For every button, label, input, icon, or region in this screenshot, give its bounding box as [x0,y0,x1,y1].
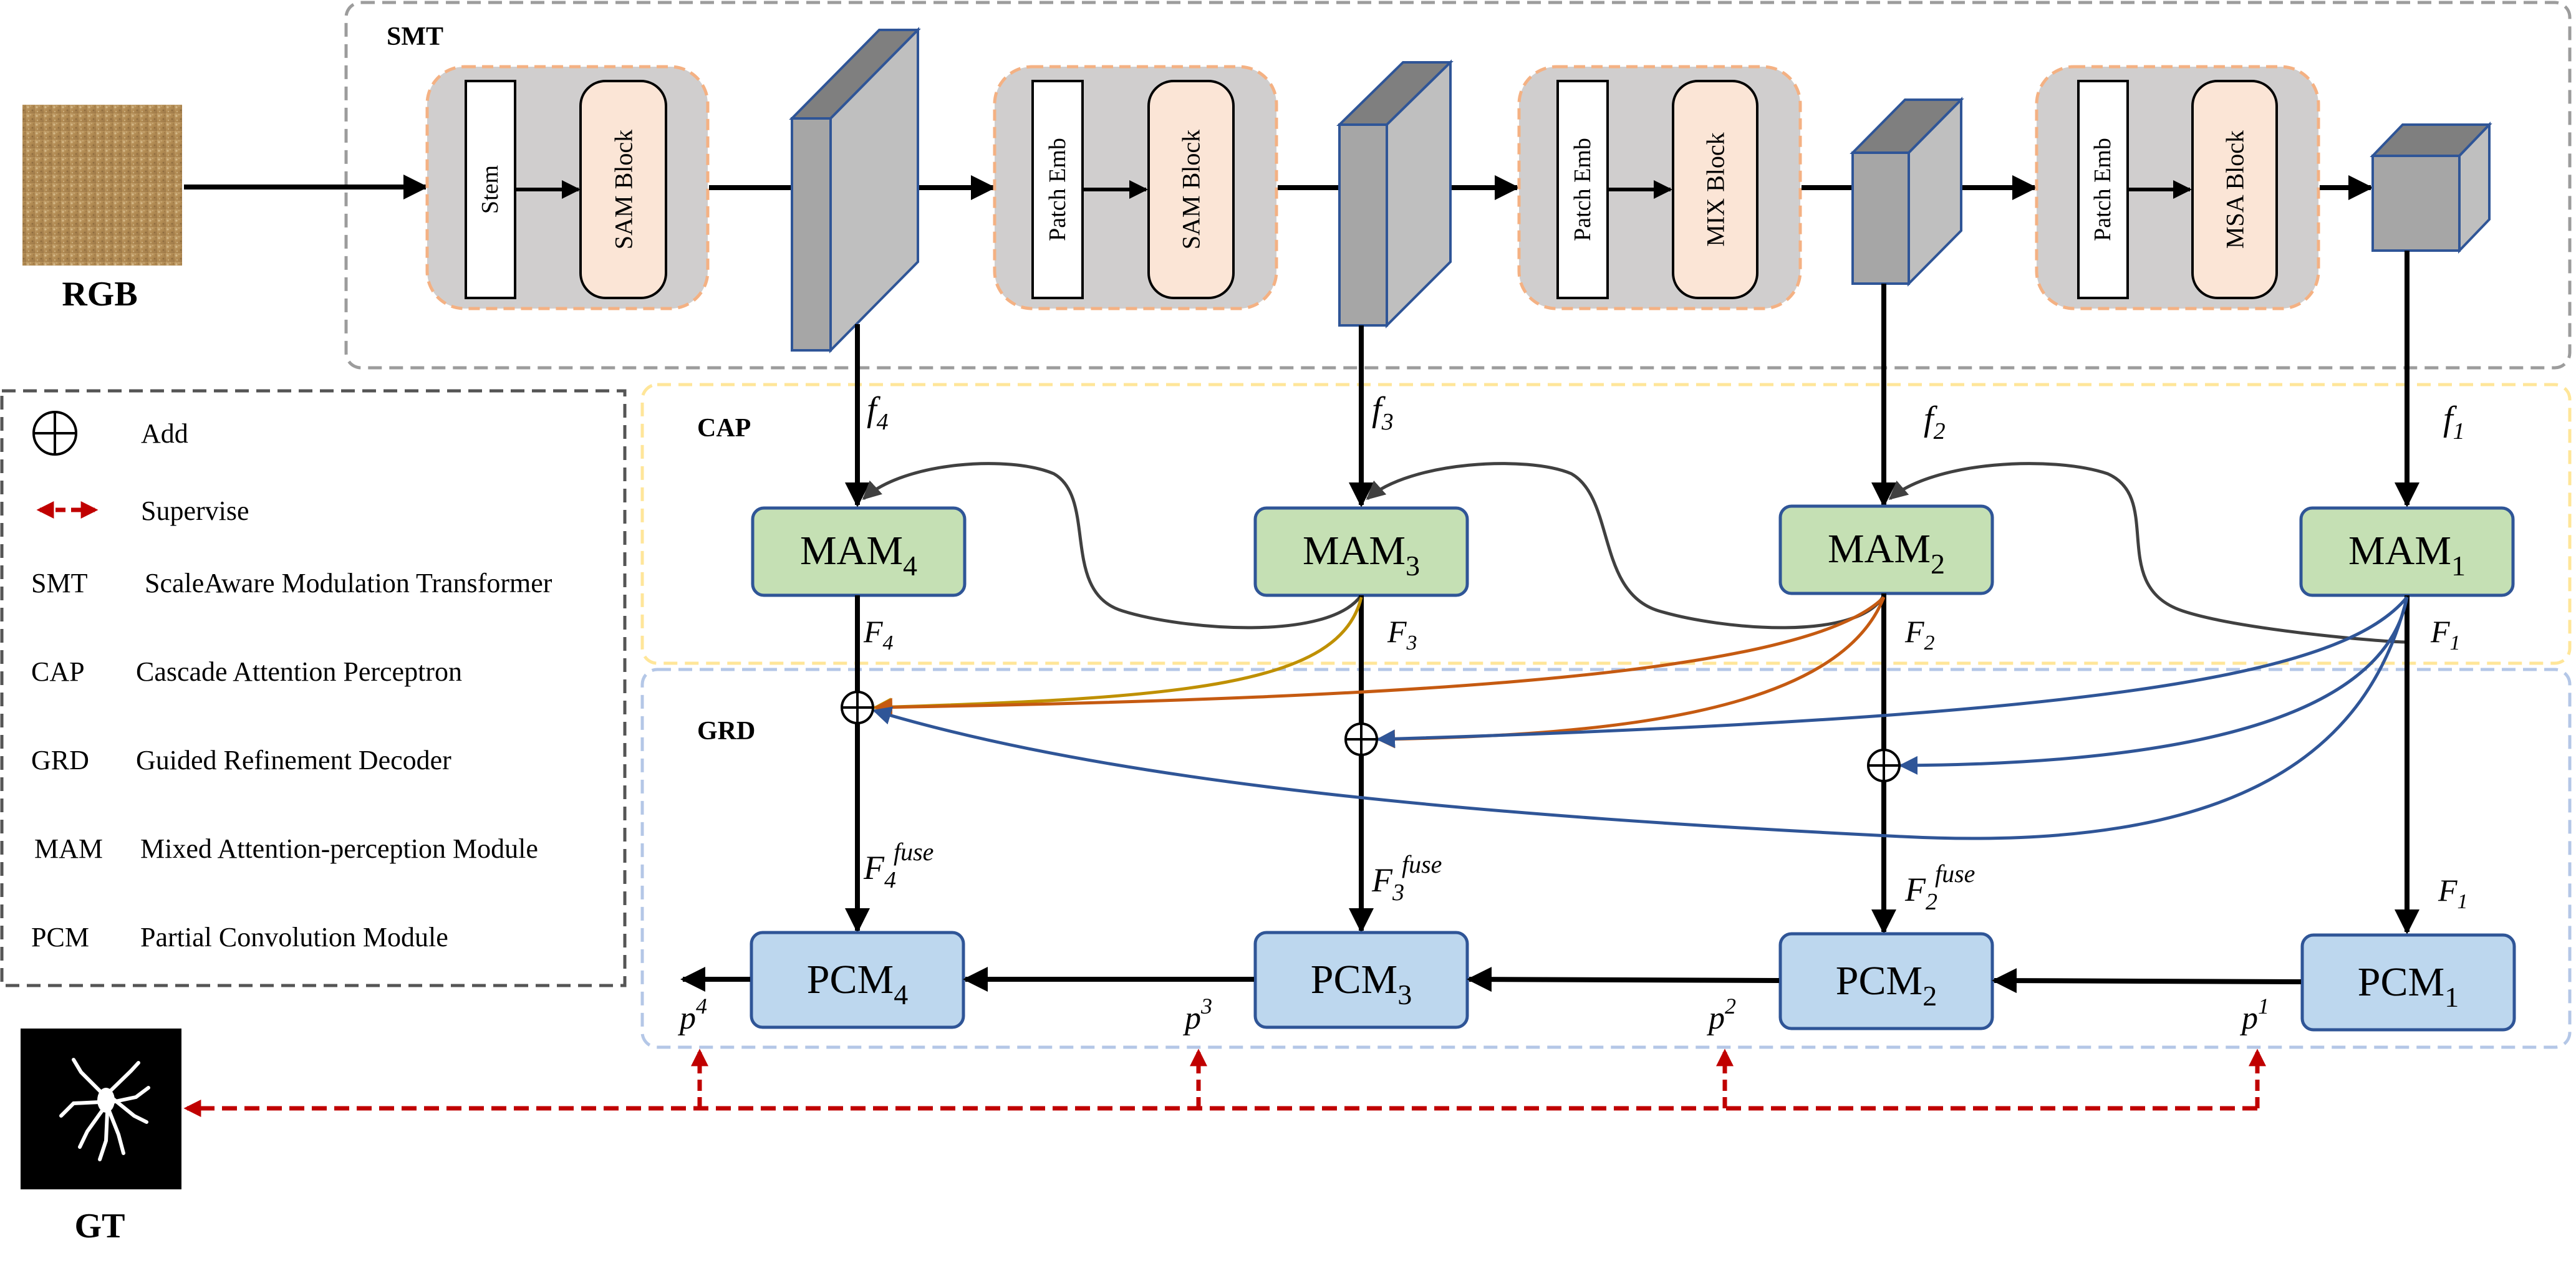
legend-mam-text: Mixed Attention-perception Module [140,833,538,864]
stage1-stem-label: Stem [477,165,503,214]
legend-container [0,389,627,987]
legend-add-icon [32,411,77,456]
pcm2-to-pcm3-arrow [1467,967,1780,992]
stage4-block-label: MSA Block [2221,130,2249,249]
f3-label: f3 [1372,390,1394,435]
stage1-block [579,80,667,299]
stage4-patch-emb-label: Patch Emb [2090,138,2116,241]
svg-text:PCM2: PCM2 [1836,958,1937,1012]
svg-text:PCM3: PCM3 [1311,957,1412,1010]
stage2-block [1147,80,1235,299]
p1-label: p1 [2239,994,2269,1036]
guide-arrow-mam1-to-add2 [1899,597,2409,775]
legend-supervise-text: Supervise [141,496,249,526]
F3-fuse-label: F3fuse [1371,850,1442,906]
f1-label: f1 [2443,400,2465,444]
cascade-curve-mam2-to-mam3 [1366,462,1886,630]
rgb-label: RGB [62,275,137,314]
f4-label: f4 [867,390,889,435]
guide-arrow-mam3-to-add4 [872,597,1363,717]
p2-label: p2 [1706,994,1736,1036]
mam4-box: MAM4 [751,506,967,597]
cap-container [640,383,2572,665]
feature-map-f2-cuboid [1850,97,1964,287]
grd-section-label: GRD [697,717,755,746]
svg-text:PCM4: PCM4 [807,957,908,1010]
svg-text:PCM1: PCM1 [2358,959,2459,1013]
feature-map-f3-cuboid [1336,59,1454,329]
gt-mask-image [21,1029,181,1189]
mam1-box: MAM1 [2299,506,2515,597]
legend-smt-text: ScaleAware Modulation Transformer [145,568,552,598]
stage4-patch-emb [2077,80,2129,299]
svg-text:MAM2: MAM2 [1828,526,1945,580]
add-node-2 [1867,749,1901,782]
F4-fuse-label: F4fuse [863,838,933,893]
f2-label: f2 [1924,400,1946,444]
F4-label: F4 [863,614,894,655]
add-node-3 [1344,722,1378,756]
pcm1-box: PCM1 [2300,933,2516,1032]
legend-add-text: Add [141,418,188,449]
legend-grd-text: Guided Refinement Decoder [136,745,451,775]
pcm2-box: PCM2 [1778,932,1994,1030]
svg-text:MAM1: MAM1 [2348,528,2466,582]
stage2-patch-emb [1031,80,1084,299]
p4-label: p4 [677,994,707,1036]
pcm1-to-pcm2-arrow [1992,968,2302,994]
legend-grd-key: GRD [31,745,89,775]
stage1-block-label: SAM Block [610,130,638,249]
guide-arrow-mam1-to-add3 [1376,596,2408,749]
smt-section-label: SMT [387,22,443,51]
legend-smt-key: SMT [31,568,88,598]
feature-map-f1-cuboid [2370,122,2492,254]
stage2-block-label: SAM Block [1177,130,1205,249]
cap-section-label: CAP [697,414,751,443]
F1-out-label: F1 [2438,873,2468,913]
gt-label: GT [75,1207,125,1245]
stage3-block [1672,80,1758,299]
legend-pcm-key: PCM [31,922,89,952]
stage2-patch-emb-label: Patch Emb [1044,138,1071,241]
stage1-stem [465,80,516,299]
stage3-patch-emb-label: Patch Emb [1570,138,1596,241]
mam2-box: MAM2 [1778,504,1994,595]
cascade-curve-mam1-to-mam2 [1888,462,2408,644]
F2-fuse-label: F2fuse [1904,860,1975,915]
smt-container [344,1,2572,370]
cascade-curve-mam3-to-mam4 [862,462,1363,630]
legend-mam-key: MAM [34,833,103,864]
legend-cap-key: CAP [31,656,85,687]
guide-arrow-mam2-to-add4 [874,596,1885,717]
legend-cap-text: Cascade Attention Perceptron [136,656,462,687]
svg-text:MAM3: MAM3 [1303,528,1420,582]
mam3-box: MAM3 [1253,506,1469,597]
F2-label: F2 [1904,614,1935,655]
rgb-input-image [22,105,182,266]
svg-text:MAM4: MAM4 [800,528,917,582]
add-node-4 [841,691,874,724]
p3-label: p3 [1182,994,1212,1036]
F3-label: F3 [1387,614,1417,655]
stage3-block-label: MIX Block [1702,132,1730,246]
pcm4-box: PCM4 [750,931,965,1029]
legend-pcm-text: Partial Convolution Module [140,922,448,952]
F1-label: F1 [2430,614,2461,655]
pcm3-box: PCM3 [1253,931,1469,1029]
guide-arrow-mam1-to-add4 [872,597,2409,840]
stage4-block [2191,80,2278,299]
feature-map-f4-cuboid [789,27,921,353]
